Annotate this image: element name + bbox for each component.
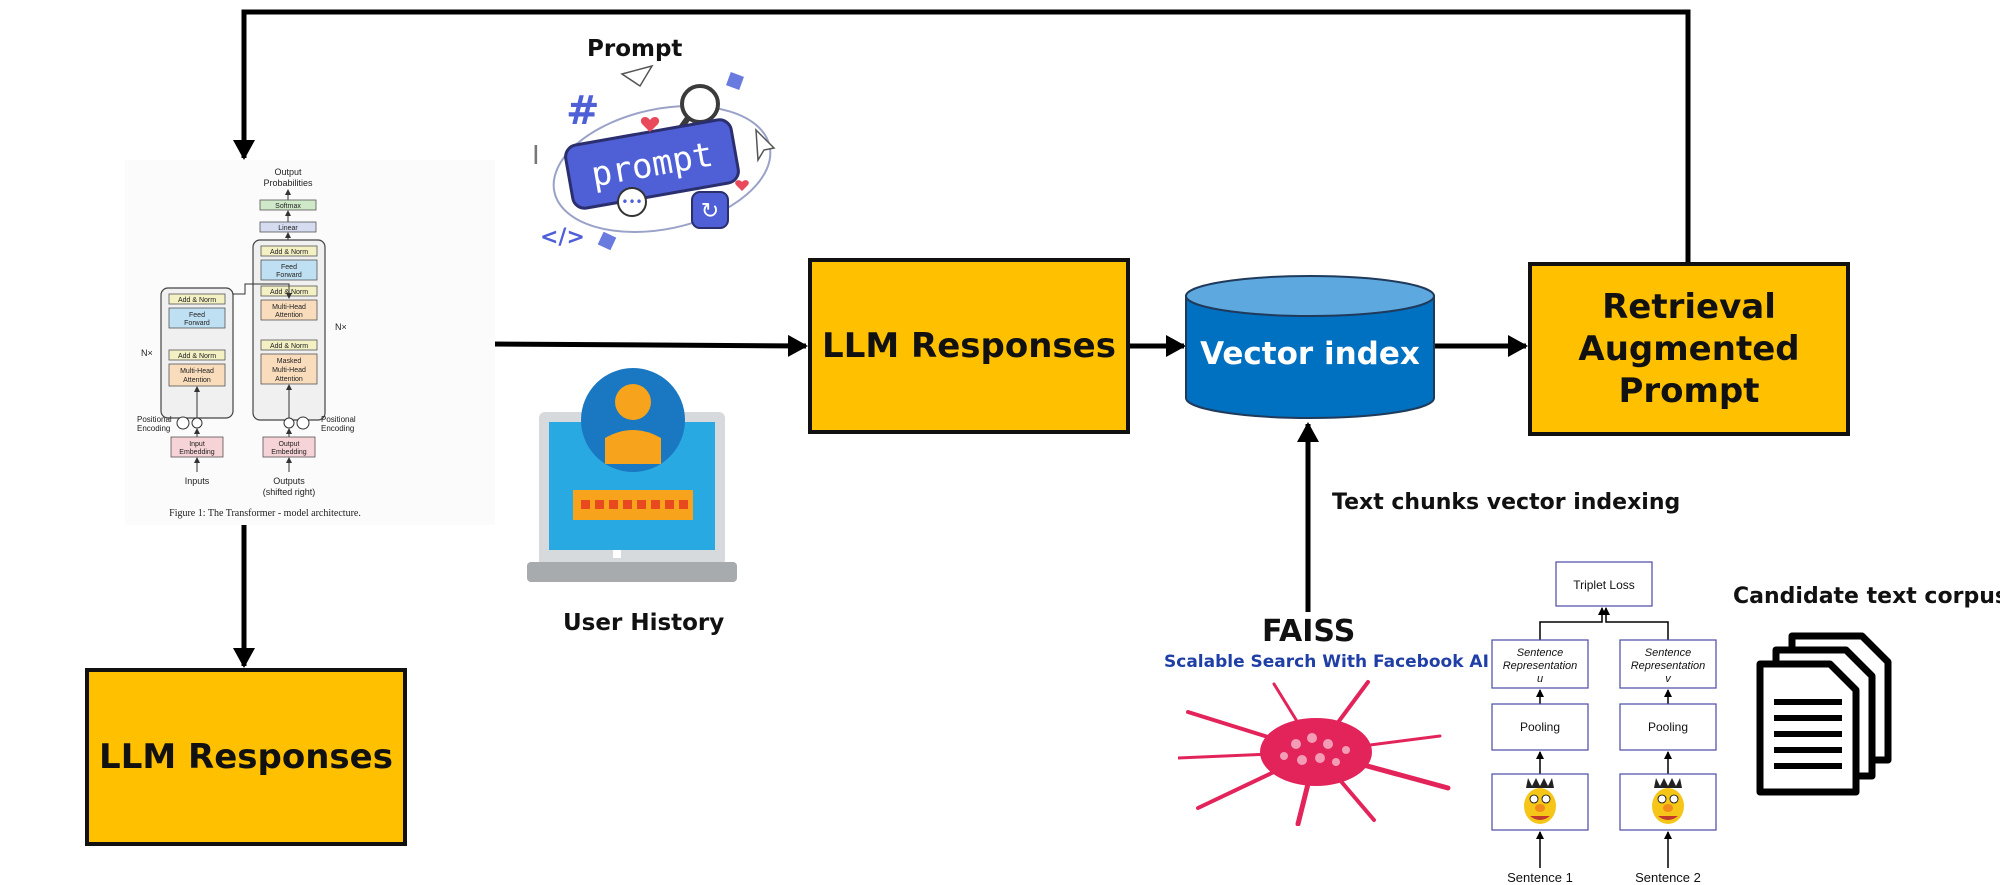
input-embedding-1: Input	[189, 441, 205, 448]
dec-masked-3: Attention	[275, 376, 303, 383]
encoder-nx: N×	[141, 348, 153, 358]
rag-prompt-line-3: Prompt	[1618, 371, 1760, 411]
enc-add-norm-1: Add & Norm	[178, 353, 216, 360]
dec-add-norm-3: Add & Norm	[270, 249, 308, 256]
paper-plane-icon	[620, 64, 654, 88]
sentence-representation-v	[1619, 639, 1717, 689]
sent-rep-u-1: Sentence	[1517, 647, 1563, 659]
sbert-diagram: Triplet Loss Sentence Representation u S…	[1488, 556, 1724, 885]
dec-masked-2: Multi-Head	[272, 367, 306, 374]
triplet-loss-label: Triplet Loss	[1573, 578, 1635, 592]
dec-mha-1: Multi-Head	[272, 304, 306, 311]
enc-pos-enc-2: Encoding	[137, 424, 170, 433]
outputs-label-1: Outputs	[273, 476, 305, 486]
documents-stack-icon	[1744, 630, 1894, 800]
enc-mha-2: Attention	[183, 377, 211, 384]
prompt-label: Prompt	[587, 36, 683, 62]
input-embedding-2: Embedding	[179, 449, 215, 456]
dec-ff-2: Forward	[276, 272, 302, 279]
pooling-u-block	[1491, 703, 1589, 751]
dec-pos-enc-2: Encoding	[321, 424, 354, 433]
dec-mha-2: Attention	[275, 312, 303, 319]
user-history-label: User History	[563, 610, 725, 636]
dec-masked-1: Masked	[277, 358, 302, 365]
rag-prompt-line-2: Augmented	[1578, 329, 1800, 369]
text-chunks-label: Text chunks vector indexing	[1332, 490, 1681, 515]
enc-ff-1: Feed	[189, 312, 205, 319]
llm-responses-bottom-box: LLM Responses	[85, 668, 407, 846]
linear-label: Linear	[278, 225, 298, 232]
sent-rep-v-var: v	[1665, 673, 1672, 685]
inputs-label: Inputs	[185, 476, 210, 486]
sentence-1-label: Sentence 1	[1507, 870, 1573, 885]
llm-responses-box: LLM Responses	[808, 258, 1130, 434]
transformer-diagram: Output Probabilities Softmax Linear Add …	[125, 160, 495, 525]
refresh-icon	[691, 191, 729, 229]
output-probabilities-label-2: Probabilities	[263, 178, 313, 188]
prompt-badge	[564, 118, 740, 210]
prompt-illustration: # prompt ••• ↻ </> I	[522, 64, 782, 264]
llm-responses-label: LLM Responses	[822, 326, 1116, 366]
enc-add-norm-2: Add & Norm	[178, 297, 216, 304]
outputs-label-2: (shifted right)	[263, 487, 316, 497]
faiss-subtitle: Scalable Search With Facebook AI	[1164, 652, 1489, 672]
vector-index-label: Vector index	[1200, 336, 1420, 372]
sent-rep-u-2: Representation	[1503, 660, 1578, 672]
chat-bubble-icon	[617, 187, 647, 217]
dec-add-norm-1: Add & Norm	[270, 343, 308, 350]
sent-rep-v-2: Representation	[1631, 660, 1706, 672]
feedback-arrow	[233, 9, 1691, 262]
enc-ff-2: Forward	[184, 320, 210, 327]
enc-mha-1: Multi-Head	[180, 368, 214, 375]
faiss-title: FAISS	[1262, 614, 1356, 649]
rag-prompt-line-1: Retrieval	[1602, 287, 1776, 327]
magnifier-icon	[680, 84, 720, 124]
enc-pos-enc-1: Positional	[137, 415, 172, 424]
decoder-nx: N×	[335, 322, 347, 332]
password-field-icon	[573, 490, 693, 520]
hashtag-icon: #	[566, 88, 600, 134]
output-probabilities-label-1: Output	[274, 167, 302, 177]
sentence-representation-u	[1491, 639, 1589, 689]
transformer-to-llm-arrow	[491, 334, 808, 357]
rag-prompt-box: Retrieval Augmented Prompt	[1528, 262, 1850, 436]
candidate-corpus-label: Candidate text corpus	[1733, 584, 2000, 609]
sent-rep-u-var: u	[1537, 673, 1543, 685]
triplet-loss-block	[1555, 561, 1653, 607]
faiss-logo	[1178, 678, 1454, 826]
dec-ff-1: Feed	[281, 264, 297, 271]
cursor-icon	[755, 128, 776, 163]
svg-text:•••: •••	[621, 195, 642, 209]
svg-text:↻: ↻	[701, 199, 719, 224]
text-cursor-icon: I	[532, 141, 540, 171]
pooling-v-block	[1619, 703, 1717, 751]
pooling-u-label: Pooling	[1520, 720, 1560, 734]
vector-index-cylinder: Vector index	[1184, 274, 1436, 422]
code-icon: </>	[540, 225, 585, 250]
output-embedding-1: Output	[278, 441, 299, 448]
sent-rep-v-1: Sentence	[1645, 647, 1691, 659]
bert-v-icon	[1652, 778, 1684, 824]
softmax-label: Softmax	[275, 203, 301, 210]
user-history-illustration	[525, 364, 745, 586]
output-embedding-2: Embedding	[271, 449, 307, 456]
bert-u-icon	[1524, 778, 1556, 824]
llm-responses-bottom-label: LLM Responses	[99, 737, 393, 777]
pooling-v-label: Pooling	[1648, 720, 1688, 734]
dec-pos-enc-1: Positional	[321, 415, 356, 424]
sentence-2-label: Sentence 2	[1635, 870, 1701, 885]
laptop-base	[527, 562, 737, 582]
transformer-caption: Figure 1: The Transformer - model archit…	[169, 508, 361, 519]
